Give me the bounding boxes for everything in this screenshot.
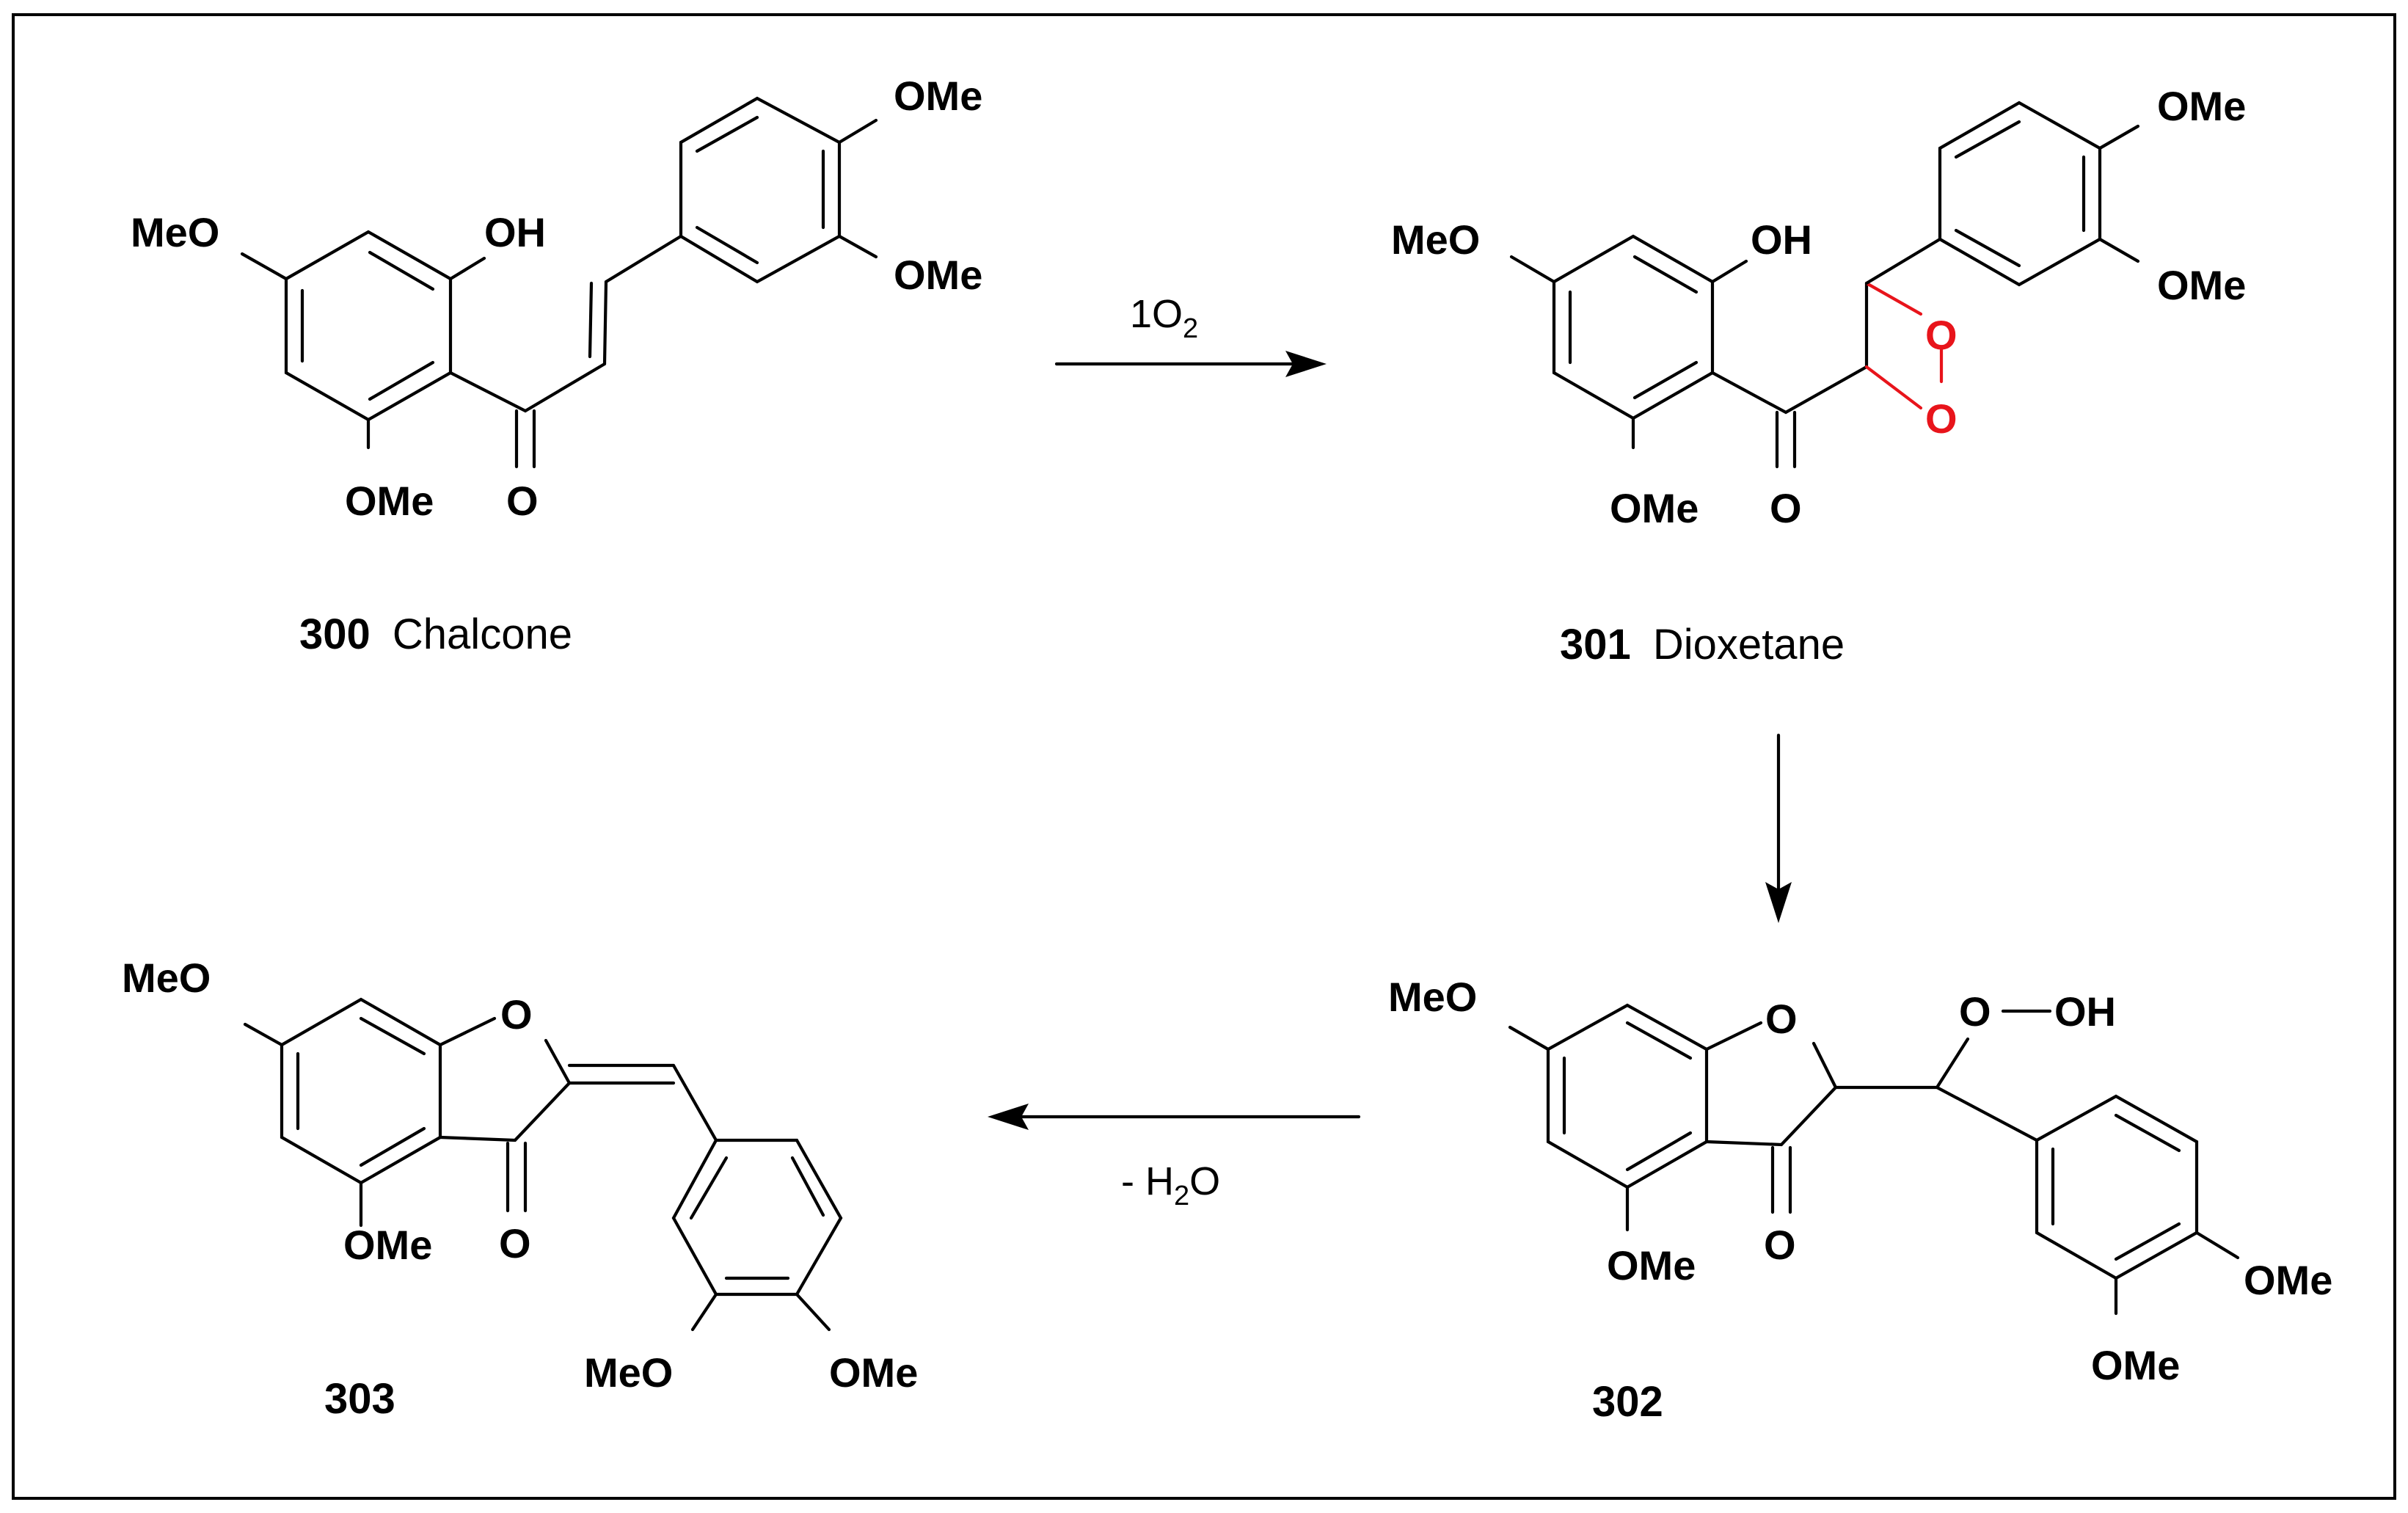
atom-ome-301-bottom: OMe — [1610, 485, 1699, 531]
compound-302-number: 302 — [1592, 1378, 1663, 1426]
compound-303-number: 303 — [324, 1375, 395, 1423]
compound-300-name: Chalcone — [393, 610, 572, 658]
arrow-step-1 — [1054, 351, 1327, 377]
atom-meo-300: MeO — [131, 209, 219, 255]
compound-301-structure: MeO OH OMe O O O OMe OMe — [1391, 83, 2246, 531]
reagent-singlet-oxygen: 1O2 — [1130, 292, 1198, 344]
compound-300-label: 300 Chalcone — [299, 610, 572, 658]
compound-301-name: Dioxetane — [1653, 621, 1845, 668]
atom-meo-303-aryl: MeO — [584, 1349, 673, 1396]
compound-302-structure: MeO O OMe O O OH OMe OMe — [1388, 974, 2332, 1388]
atom-ome-303-aryl: OMe — [829, 1349, 918, 1396]
atom-o-peroxide-302: O — [1959, 988, 1991, 1035]
atom-oh-300: OH — [484, 209, 546, 255]
compound-301-label: 301 Dioxetane — [1560, 621, 1845, 668]
atom-o-carbonyl-301: O — [1770, 485, 1802, 531]
atom-oh-301: OH — [1751, 216, 1812, 263]
atom-o-furan-303: O — [500, 991, 533, 1038]
atom-o-furan-302: O — [1765, 996, 1798, 1042]
reagent-1o: 1O — [1130, 292, 1183, 336]
compound-303-structure: MeO O OMe O MeO OMe — [122, 955, 918, 1396]
atom-ome-302-bottom: OMe — [1607, 1242, 1696, 1288]
atom-o-carbonyl-300: O — [506, 478, 539, 524]
reagent-1o-subscript: 2 — [1183, 313, 1198, 344]
atom-o-dioxetane-1: O — [1925, 312, 1958, 358]
scheme-frame — [12, 13, 2396, 1500]
atom-oh-peroxide-302: OH — [2054, 988, 2116, 1035]
atom-o-carbonyl-303: O — [499, 1220, 531, 1266]
atom-ome-300-meta: OMe — [894, 252, 982, 298]
atom-o-dioxetane-2: O — [1925, 395, 1958, 442]
arrow-step-2 — [1765, 733, 1792, 923]
atom-ome-301-meta: OMe — [2157, 262, 2246, 308]
reagent-water-loss: - H2O — [1121, 1159, 1220, 1211]
compound-300-number: 300 — [299, 610, 371, 658]
compound-301-number: 301 — [1560, 621, 1631, 668]
atom-ome-302-para: OMe — [2244, 1257, 2332, 1303]
atom-meo-301: MeO — [1391, 216, 1480, 263]
atom-ome-300-bottom: OMe — [345, 478, 434, 524]
atom-o-carbonyl-302: O — [1764, 1222, 1796, 1268]
arrow-step-3 — [988, 1104, 1361, 1130]
reagent-h2-subscript: 2 — [1174, 1181, 1189, 1211]
atom-meo-302: MeO — [1388, 974, 1477, 1020]
atom-ome-302-meta: OMe — [2091, 1342, 2180, 1388]
atom-ome-303-bottom: OMe — [343, 1222, 432, 1268]
reagent-o: O — [1189, 1159, 1220, 1203]
atom-ome-300-para: OMe — [894, 73, 982, 119]
atom-meo-303: MeO — [122, 955, 211, 1001]
compound-300-structure: MeO OH OMe O OMe OMe — [131, 73, 982, 524]
reagent-minus-h: - H — [1121, 1159, 1174, 1203]
atom-ome-301-para: OMe — [2157, 83, 2246, 129]
